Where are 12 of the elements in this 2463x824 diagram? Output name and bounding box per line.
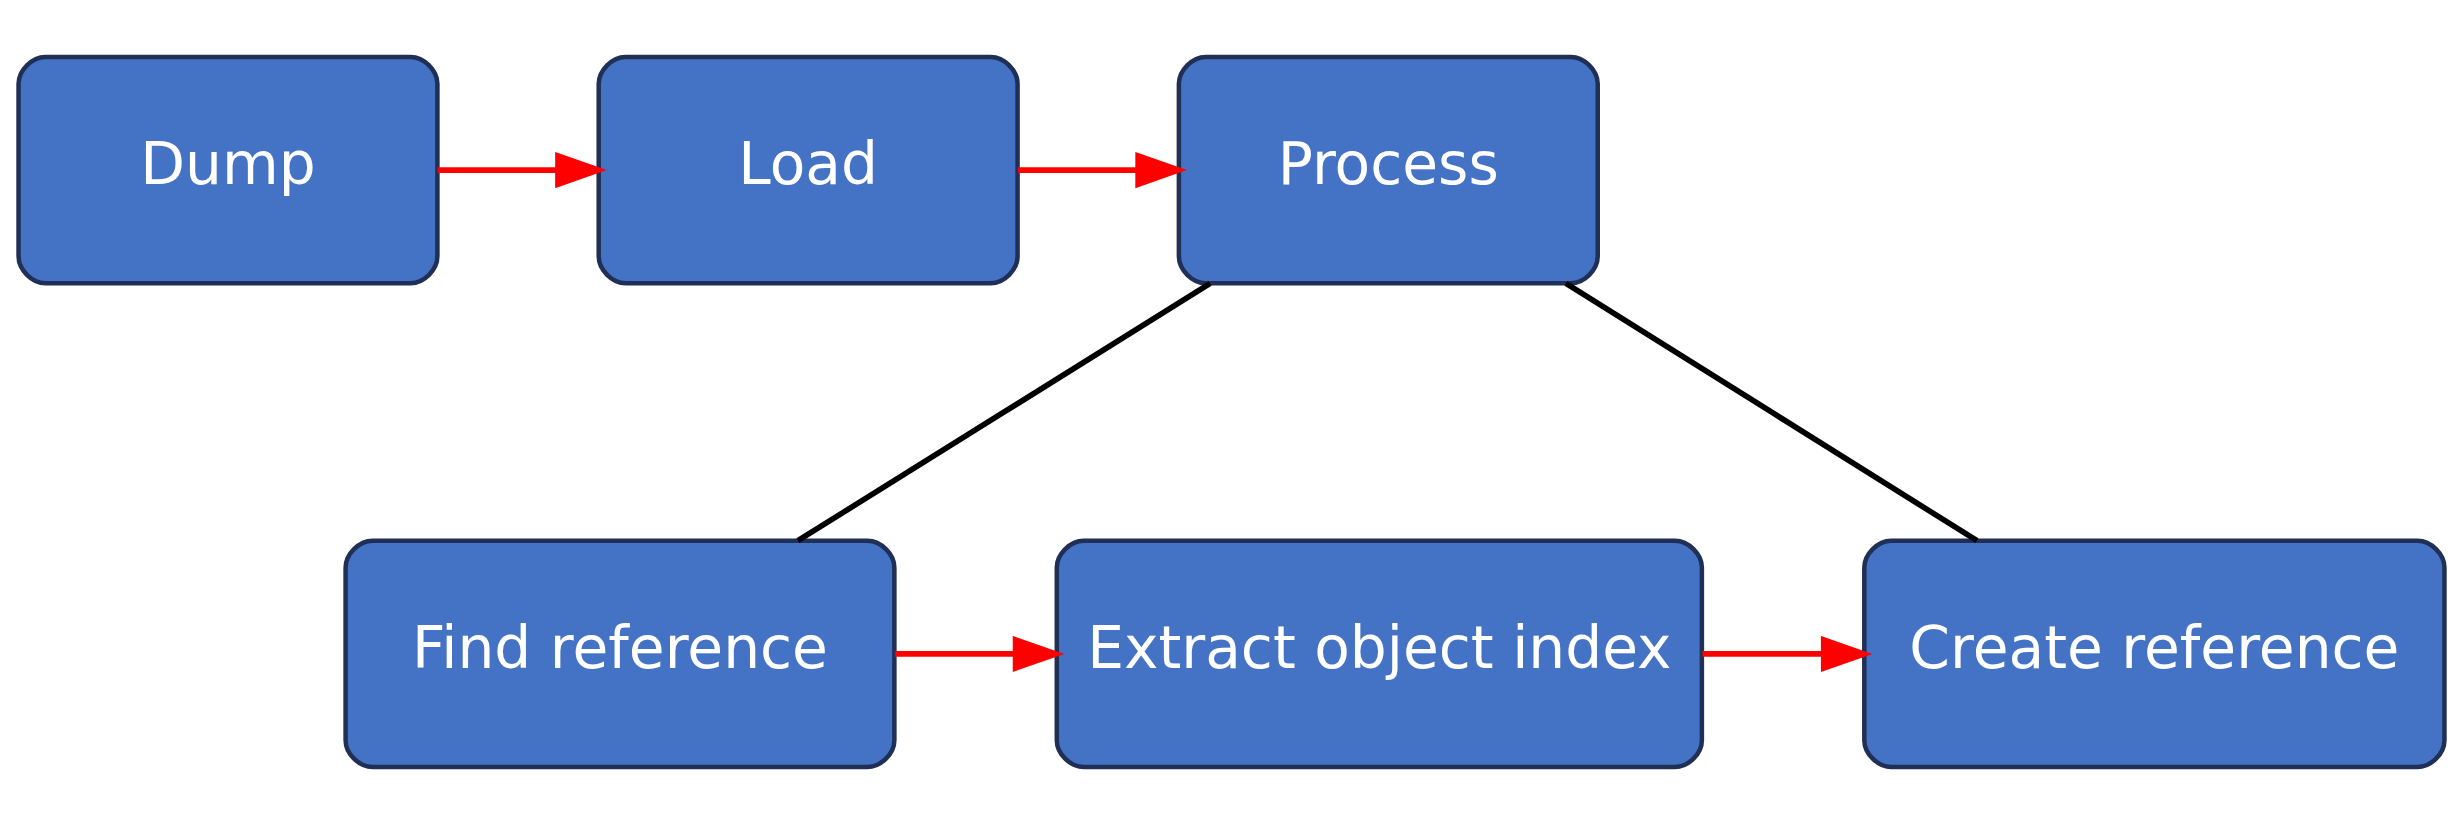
connector xyxy=(796,281,1212,544)
node-box: Extract object index xyxy=(1054,538,1705,770)
arrow xyxy=(895,635,1065,672)
node-box: Process xyxy=(1176,54,1600,286)
arrow xyxy=(1702,635,1873,672)
connector xyxy=(1564,281,1979,544)
arrow xyxy=(1017,152,1187,189)
node-box: Find reference xyxy=(343,538,897,770)
node-box: Dump xyxy=(16,54,440,286)
node-box: Load xyxy=(596,54,1020,286)
arrow xyxy=(437,152,607,189)
node-box: Create reference xyxy=(1862,538,2447,770)
